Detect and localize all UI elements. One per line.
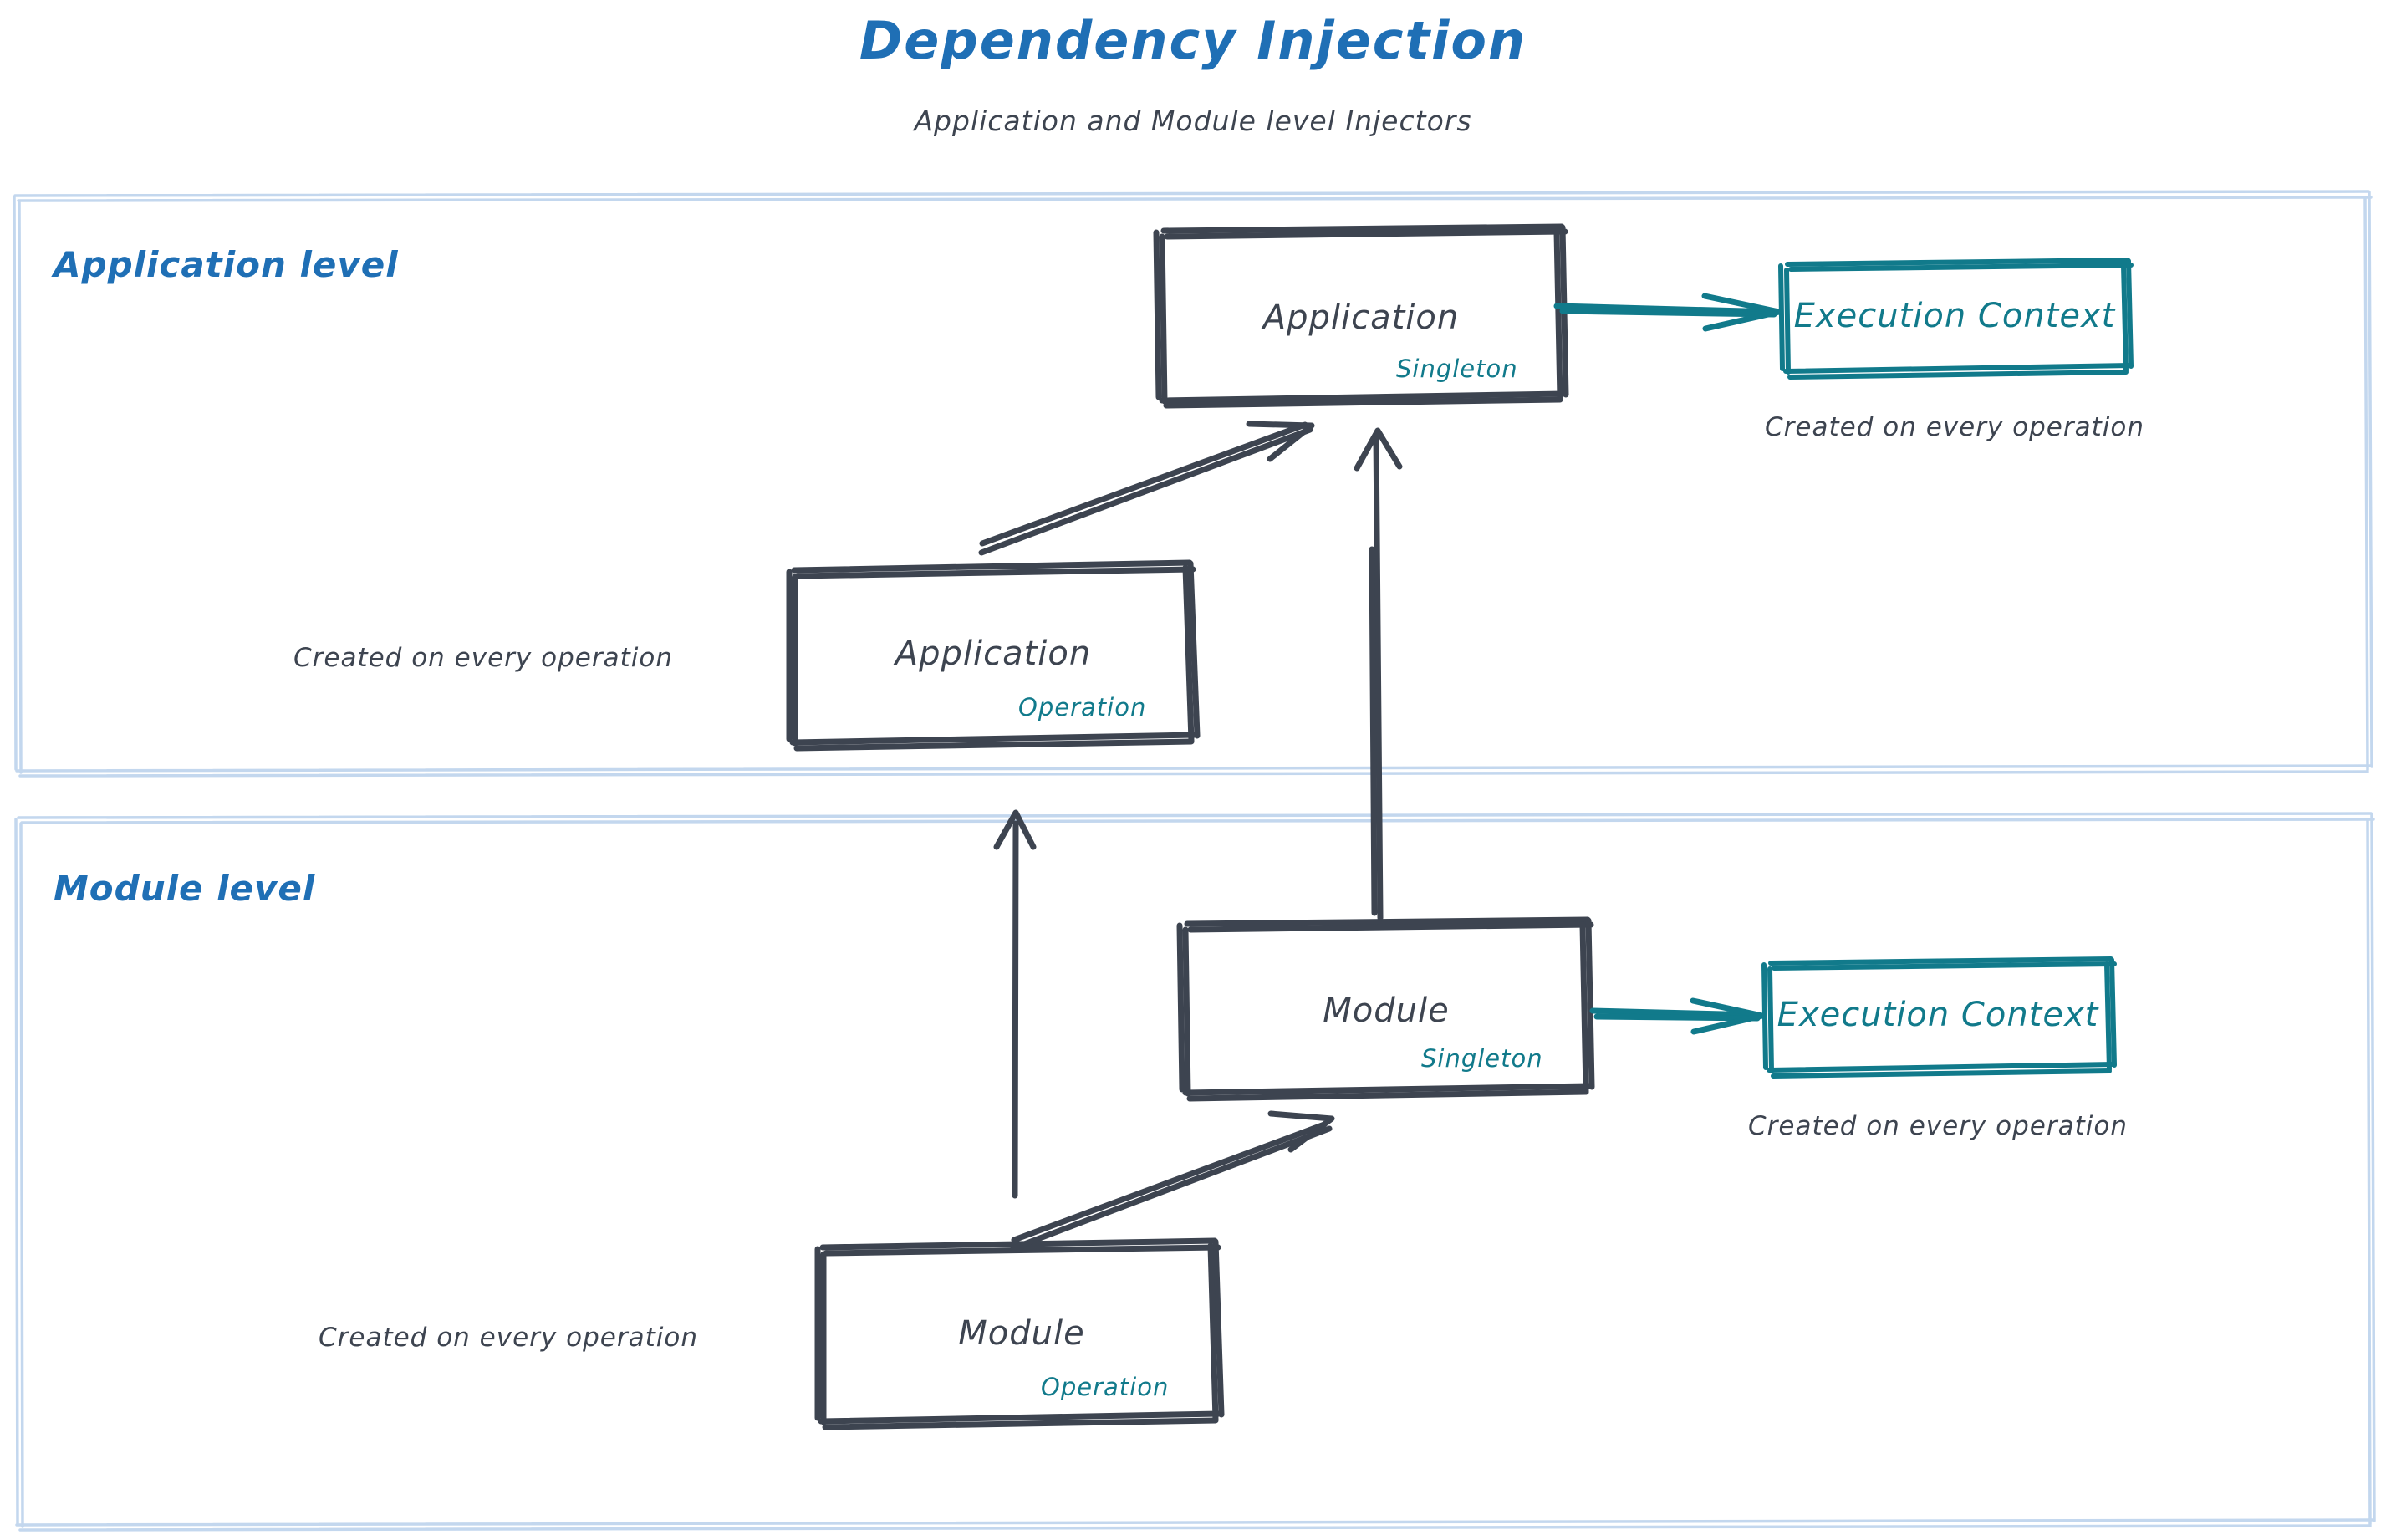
edge-module-operation-to-app-operation [993,809,1037,1199]
module-operation-title: Module [958,1314,1085,1353]
execution-context-module-note: Created on every operation [1748,1111,2128,1141]
edge-app-singleton-to-exec-context [1553,293,1782,332]
module-singleton-box[interactable] [1176,916,1595,1102]
section-label-application-level: Application level [54,244,399,285]
edge-app-operation-to-app-singleton [978,421,1315,556]
execution-context-module-title: Execution Context [1777,996,2099,1034]
application-level-panel [13,190,2373,778]
module-operation-note: Created on every operation [319,1323,698,1353]
edge-module-operation-to-module-singleton [1010,1110,1335,1252]
application-operation-title: Application [895,635,1092,673]
application-operation-note: Created on every operation [293,643,673,673]
execution-context-application-title: Execution Context [1793,297,2116,335]
application-singleton-title: Application [1262,298,1460,337]
page-title: Dependency Injection [859,10,1527,71]
module-singleton-stereotype: Singleton [1421,1044,1543,1073]
application-operation-stereotype: Operation [1018,693,1147,722]
page-subtitle: Application and Module level Injectors [914,105,1472,137]
edge-module-singleton-to-exec-context [1589,997,1766,1035]
execution-context-application-note: Created on every operation [1765,412,2144,442]
section-label-module-level: Module level [54,868,316,909]
application-singleton-stereotype: Singleton [1396,354,1518,383]
module-operation-stereotype: Operation [1041,1373,1170,1401]
execution-context-module-box[interactable] [1761,956,2117,1079]
module-singleton-title: Module [1323,992,1450,1030]
module-operation-box[interactable] [814,1237,1225,1430]
execution-context-application-box[interactable] [1778,258,2134,380]
application-singleton-box[interactable] [1153,223,1569,409]
module-level-panel [14,812,2376,1532]
edge-module-singleton-to-app-singleton [1354,427,1403,921]
application-operation-box[interactable] [786,559,1201,752]
